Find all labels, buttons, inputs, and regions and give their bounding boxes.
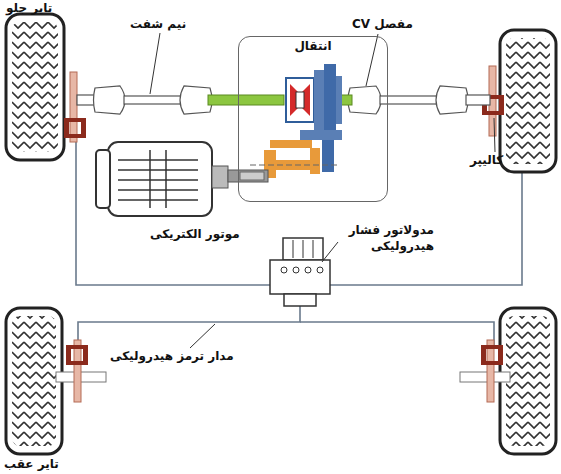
part-label-box: تایر جلو [6,0,52,16]
calipers [64,95,504,365]
brake-disc [74,340,81,402]
part-label: کالیپر [470,153,503,167]
part-label: تایر عقب [4,457,59,471]
rear-hub [460,372,510,382]
brake-lines [76,115,522,346]
tires [6,14,556,454]
transmission-internals [208,64,352,178]
electric-motor [96,142,268,216]
node-label: انتقال [239,39,387,53]
part-label-box: تایر عقب [4,456,59,472]
leader-lines [150,33,495,348]
part-label: مدولاتور فشار هیدرولیکی [349,223,434,253]
hydraulic-modulator [270,238,330,306]
part-label-box: نیم شفت [130,16,186,32]
brake-disc [487,340,494,402]
part-label: مفصل CV [352,17,413,31]
part-label: تایر جلو [6,1,52,15]
right-half-shaft [348,86,490,114]
part-label-box: مدار ترمز هیدرولیکی [110,348,234,364]
part-label-box: مدولاتور فشار هیدرولیکی [338,222,434,254]
part-label: نیم شفت [130,17,186,31]
part-label-box: کالیپر [470,152,503,168]
part-label: موتور الکتریکی [150,227,240,241]
part-label: مدار ترمز هیدرولیکی [110,349,234,363]
part-label-box: موتور الکتریکی [150,226,240,242]
brake-disc [70,72,77,142]
left-half-shaft [77,86,212,114]
part-label-box: مفصل CV [352,16,413,32]
transmission-box: انتقال [238,36,388,202]
